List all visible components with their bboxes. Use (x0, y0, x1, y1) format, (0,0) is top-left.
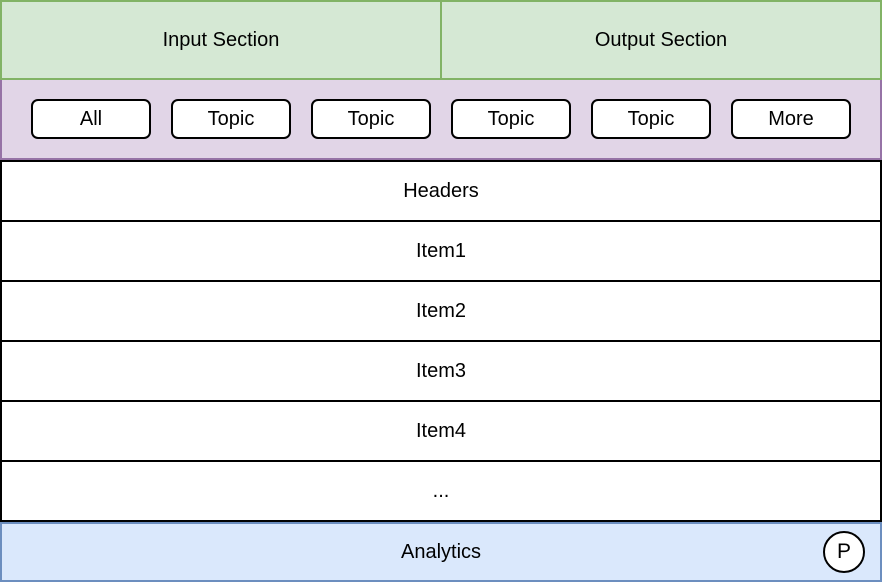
list-item[interactable]: Item1 (0, 222, 882, 282)
profile-badge[interactable]: P (823, 531, 865, 573)
filter-toolbar: All Topic Topic Topic Topic More (0, 80, 882, 160)
section-header-label: Input Section (162, 28, 280, 51)
list-item[interactable]: Item3 (0, 342, 882, 402)
analytics-label: Analytics (400, 540, 482, 563)
section-header-cell: Output Section (440, 0, 882, 80)
filter-button[interactable]: Topic (451, 99, 571, 139)
filter-button[interactable]: More (731, 99, 851, 139)
filter-button[interactable]: Topic (311, 99, 431, 139)
filter-button[interactable]: Topic (171, 99, 291, 139)
section-header-label: Output Section (594, 28, 728, 51)
filter-button[interactable]: All (31, 99, 151, 139)
list-item[interactable]: ... (0, 462, 882, 522)
list-item[interactable]: Item2 (0, 282, 882, 342)
filter-button[interactable]: Topic (591, 99, 711, 139)
list-item[interactable]: Item4 (0, 402, 882, 462)
list-item[interactable]: Headers (0, 162, 882, 222)
section-header-cell: Input Section (0, 0, 442, 80)
analytics-bar: Analytics P (0, 522, 882, 582)
section-header-row: Input Section Output Section (0, 0, 882, 80)
